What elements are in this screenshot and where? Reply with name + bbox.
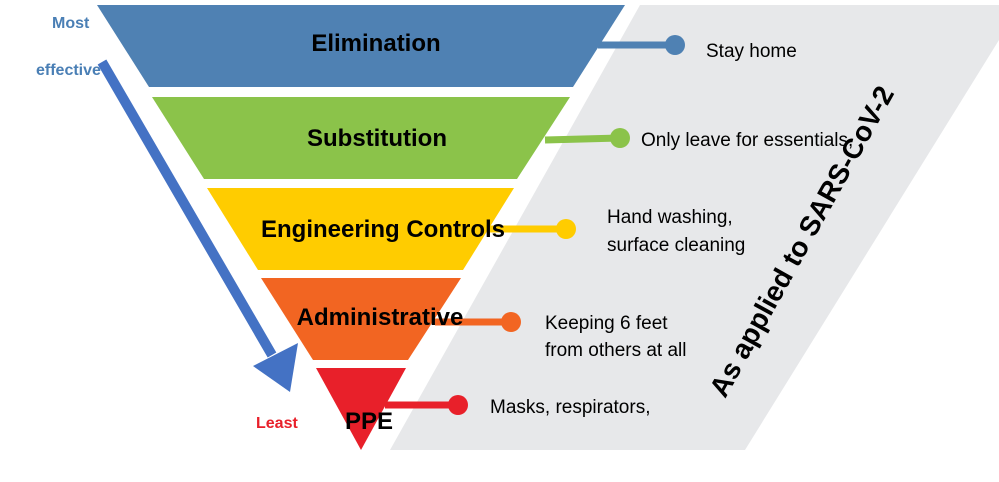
description-ppe: Masks, respirators,: [490, 397, 650, 418]
connector-substitution: [544, 134, 621, 144]
connector-lines: [385, 35, 685, 415]
description-engineering-line2: surface cleaning: [607, 235, 745, 256]
description-administrative-line2: from others at all: [545, 340, 687, 361]
connector-dot-elimination: [665, 35, 685, 55]
least-effective-label: Least: [256, 415, 298, 432]
connector-dot-substitution: [610, 128, 630, 148]
tier-band-elimination: [97, 5, 625, 87]
arrow-shaft: [97, 59, 277, 358]
tier-label-engineering-controls: Engineering Controls: [261, 216, 505, 243]
connector-dot-engineering: [556, 219, 576, 239]
tier-band-administrative: [261, 278, 461, 360]
tier-label-administrative: Administrative: [297, 304, 464, 331]
tier-label-elimination: Elimination: [311, 30, 440, 57]
tier-band-engineering-controls: [207, 188, 514, 270]
description-administrative-line1: Keeping 6 feet: [545, 313, 668, 334]
most-effective-label-line2: effective: [36, 62, 101, 79]
tier-band-ppe: [316, 368, 406, 450]
effectiveness-arrow: [97, 59, 298, 392]
description-substitution: Only leave for essentials,: [641, 130, 853, 151]
description-elimination: Stay home: [706, 41, 797, 62]
most-effective-label-line1: Most: [52, 15, 90, 32]
tier-label-substitution: Substitution: [307, 125, 447, 152]
tier-label-ppe: PPE: [345, 408, 393, 435]
connector-dot-administrative: [501, 312, 521, 332]
description-engineering-line1: Hand washing,: [607, 207, 733, 228]
connector-dot-ppe: [448, 395, 468, 415]
tier-descriptions: Stay home Only leave for essentials, Han…: [490, 41, 853, 418]
side-panel: [390, 5, 999, 450]
funnel: [97, 5, 625, 450]
tier-band-substitution: [152, 97, 570, 179]
arrow-head-icon: [253, 343, 298, 392]
tier-labels: Elimination Substitution Engineering Con…: [261, 30, 505, 435]
